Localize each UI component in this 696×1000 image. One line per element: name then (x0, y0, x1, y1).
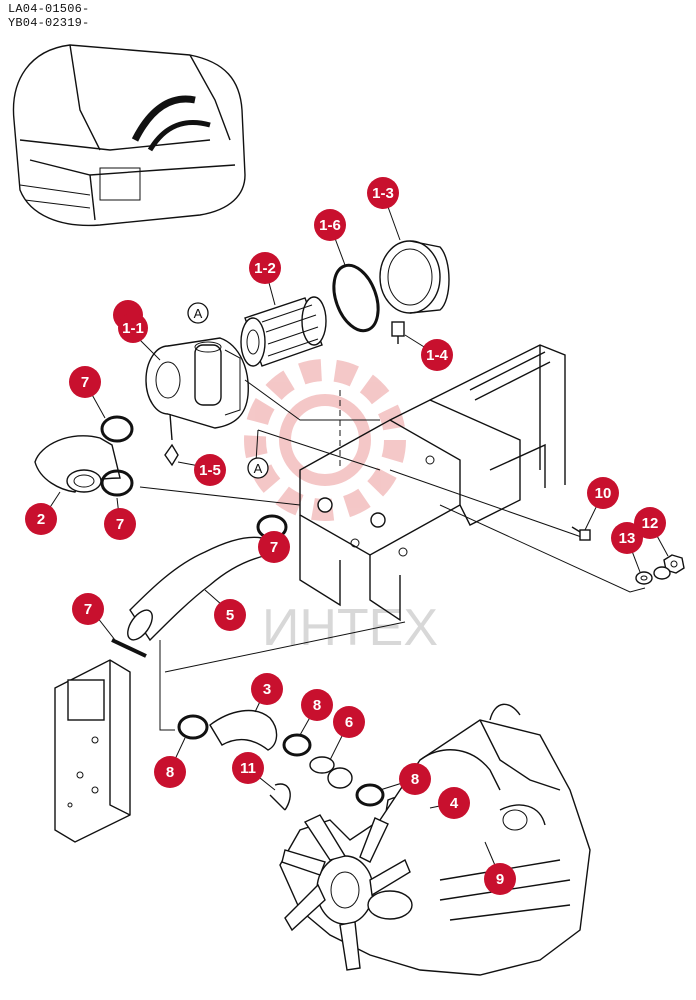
svg-text:7: 7 (116, 516, 124, 533)
callout-3: 3 (251, 673, 283, 705)
callout-2: 2 (25, 503, 57, 535)
watermark-gear (244, 359, 406, 521)
watermark-text: ИНТЕХ (262, 599, 438, 657)
mounting-frame (299, 344, 566, 622)
callout-8: 8 (301, 689, 333, 721)
svg-text:7: 7 (84, 601, 92, 618)
svg-text:9: 9 (496, 871, 504, 888)
cooling-fan (281, 814, 413, 971)
o-ring (332, 263, 380, 333)
svg-text:6: 6 (345, 714, 353, 731)
radiator-hose-3 (177, 709, 312, 757)
svg-text:5: 5 (226, 607, 234, 624)
svg-text:1-6: 1-6 (319, 217, 341, 234)
callout-5: 5 (214, 599, 246, 631)
svg-text:10: 10 (595, 485, 612, 502)
callout-13: 13 (611, 522, 643, 554)
callout-1-3: 1-3 (367, 177, 399, 209)
svg-text:1-1: 1-1 (122, 320, 144, 337)
svg-text:11: 11 (240, 760, 256, 777)
intake-hose-5 (127, 536, 269, 642)
bolt-10 (571, 526, 591, 541)
callout-1-5: 1-5 (194, 454, 226, 486)
svg-text:7: 7 (81, 374, 89, 391)
svg-text:8: 8 (313, 697, 321, 714)
callout-12: 12 (634, 507, 666, 539)
serial-range-2: YB04-02319- (8, 16, 90, 30)
svg-text:1-4: 1-4 (426, 347, 448, 364)
hose-2 (34, 435, 121, 493)
nut-12 (663, 554, 685, 574)
serial-range-1: LA04-01506- (8, 2, 90, 16)
callout-11: 11 (232, 752, 264, 784)
reference-mark-a: A A (187, 302, 269, 479)
callout-7: 7 (258, 531, 290, 563)
svg-text:1-5: 1-5 (199, 462, 221, 479)
svg-text:A: A (194, 306, 203, 321)
svg-text:8: 8 (411, 771, 419, 788)
callout-6: 6 (333, 706, 365, 738)
svg-text:7: 7 (270, 539, 278, 556)
svg-text:A: A (254, 461, 263, 476)
callout-8: 8 (154, 756, 186, 788)
callout-1-6: 1-6 (314, 209, 346, 241)
svg-text:2: 2 (37, 511, 45, 528)
callout-10: 10 (587, 477, 619, 509)
svg-text:13: 13 (619, 530, 636, 547)
machine-overview (12, 44, 246, 227)
air-cleaner-body (145, 337, 249, 467)
callout-8: 8 (399, 763, 431, 795)
callout-1-4: 1-4 (421, 339, 453, 371)
callout-4: 4 (438, 787, 470, 819)
svg-text:4: 4 (450, 795, 459, 812)
callout-7: 7 (69, 366, 101, 398)
leader-lines (139, 379, 646, 731)
svg-text:8: 8 (166, 764, 174, 781)
callout-9: 9 (484, 863, 516, 895)
callout-1-2: 1-2 (249, 252, 281, 284)
callout-7: 7 (72, 593, 104, 625)
pipe-6 (309, 756, 353, 789)
washer-13 (635, 566, 671, 585)
evacuator-valve (391, 321, 405, 344)
svg-text:12: 12 (642, 515, 659, 532)
svg-text:1-2: 1-2 (254, 260, 276, 277)
clip-11 (269, 783, 291, 811)
callout-1-1: 1-1 (113, 300, 148, 343)
svg-text:1-3: 1-3 (372, 185, 394, 202)
callout-7: 7 (104, 508, 136, 540)
air-cleaner-cap (379, 240, 450, 314)
air-filter-element (240, 296, 327, 367)
svg-text:3: 3 (263, 681, 271, 698)
control-box (54, 659, 131, 843)
